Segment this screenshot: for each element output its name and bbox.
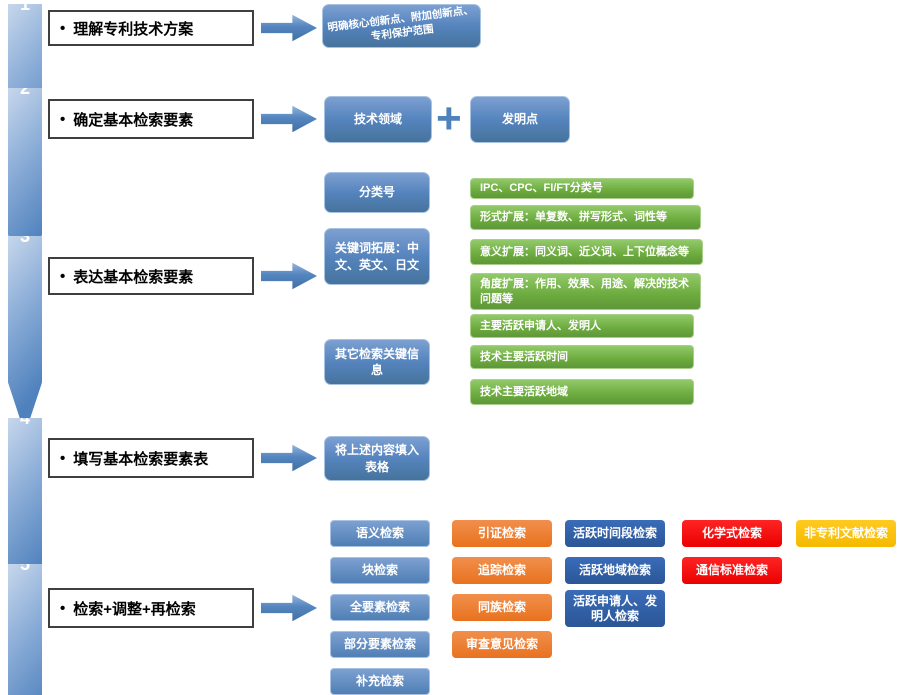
block-search-node: 块检索 xyxy=(330,557,430,584)
fill-table-node: 将上述内容填入表格 xyxy=(324,436,430,481)
invention-point-node: 发明点 xyxy=(470,96,570,143)
step-2-label: 确定基本检索要素 xyxy=(73,111,194,129)
step-1-number: 1 xyxy=(19,0,30,14)
step-4-label: 填写基本检索要素表 xyxy=(73,450,209,468)
partial-elements-search-node: 部分要素检索 xyxy=(330,631,430,658)
telecom-standard-search-node: 通信标准检索 xyxy=(682,557,782,584)
step-3-chevron: 3 xyxy=(8,236,42,434)
angle-expansion-node: 角度扩展：作用、效果、用途、解决的技术问题等 xyxy=(470,273,701,310)
step-5-label-box: • 检索+调整+再检索 xyxy=(48,588,254,628)
step-3-number: 3 xyxy=(20,236,30,247)
supplementary-search-node: 补充检索 xyxy=(330,668,430,695)
other-key-info-node: 其它检索关键信息 xyxy=(324,339,430,385)
chemical-search-node: 化学式检索 xyxy=(682,520,782,547)
bullet: • xyxy=(60,449,66,467)
active-time-node: 技术主要活跃时间 xyxy=(470,345,694,369)
active-time-search-node: 活跃时间段检索 xyxy=(565,520,665,547)
step-2-label-box: • 确定基本检索要素 xyxy=(48,99,254,139)
step-1-label: 理解专利技术方案 xyxy=(73,20,194,38)
bullet: • xyxy=(60,19,66,37)
innovation-note-text: 明确核心创新点、附加创新点、专利保护范围 xyxy=(326,3,475,43)
step-3-label: 表达基本检索要素 xyxy=(73,268,194,286)
active-region-node: 技术主要活跃地域 xyxy=(470,379,694,405)
step-4-label-box: • 填写基本检索要素表 xyxy=(48,438,254,478)
step-1-label-box: • 理解专利技术方案 xyxy=(48,10,254,46)
bullet: • xyxy=(60,110,66,128)
step-5-chevron: 5 xyxy=(8,564,42,695)
meaning-expansion-node: 意义扩展：同义词、近义词、上下位概念等 xyxy=(470,239,703,265)
ipc-cpc-node: IPC、CPC、FI/FT分类号 xyxy=(470,178,694,199)
non-patent-search-node: 非专利文献检索 xyxy=(796,520,896,547)
classification-node: 分类号 xyxy=(324,172,430,213)
arrow-right-icon xyxy=(261,262,317,290)
bullet: • xyxy=(60,267,66,285)
step-3-label-box: • 表达基本检索要素 xyxy=(48,257,254,295)
citation-search-node: 引证检索 xyxy=(452,520,552,547)
arrow-right-icon xyxy=(261,594,317,622)
form-expansion-node: 形式扩展：单复数、拼写形式、词性等 xyxy=(470,205,701,230)
semantic-search-node: 语义检索 xyxy=(330,520,430,547)
active-applicant-search-node: 活跃申请人、发明人检索 xyxy=(565,590,665,627)
step-2-number: 2 xyxy=(20,88,30,99)
plus-sign: + xyxy=(436,94,462,143)
bullet: • xyxy=(60,599,66,617)
innovation-note-node: 明确核心创新点、附加创新点、专利保护范围 xyxy=(322,4,481,48)
arrow-right-icon xyxy=(261,444,317,472)
tech-field-node: 技术领域 xyxy=(324,96,432,143)
all-elements-search-node: 全要素检索 xyxy=(330,594,430,621)
step-5-label: 检索+调整+再检索 xyxy=(73,600,196,618)
active-region-search-node: 活跃地域检索 xyxy=(565,557,665,584)
arrow-right-icon xyxy=(261,105,317,133)
tracking-search-node: 追踪检索 xyxy=(452,557,552,584)
arrow-right-icon xyxy=(261,14,317,42)
active-applicant-node: 主要活跃申请人、发明人 xyxy=(470,314,694,338)
examination-opinion-search-node: 审查意见检索 xyxy=(452,631,552,658)
step-5-number: 5 xyxy=(20,564,30,575)
step-4-number: 4 xyxy=(20,418,30,429)
keyword-expansion-node: 关键词拓展：中文、英文、日文 xyxy=(324,228,430,285)
family-search-node: 同族检索 xyxy=(452,594,552,621)
